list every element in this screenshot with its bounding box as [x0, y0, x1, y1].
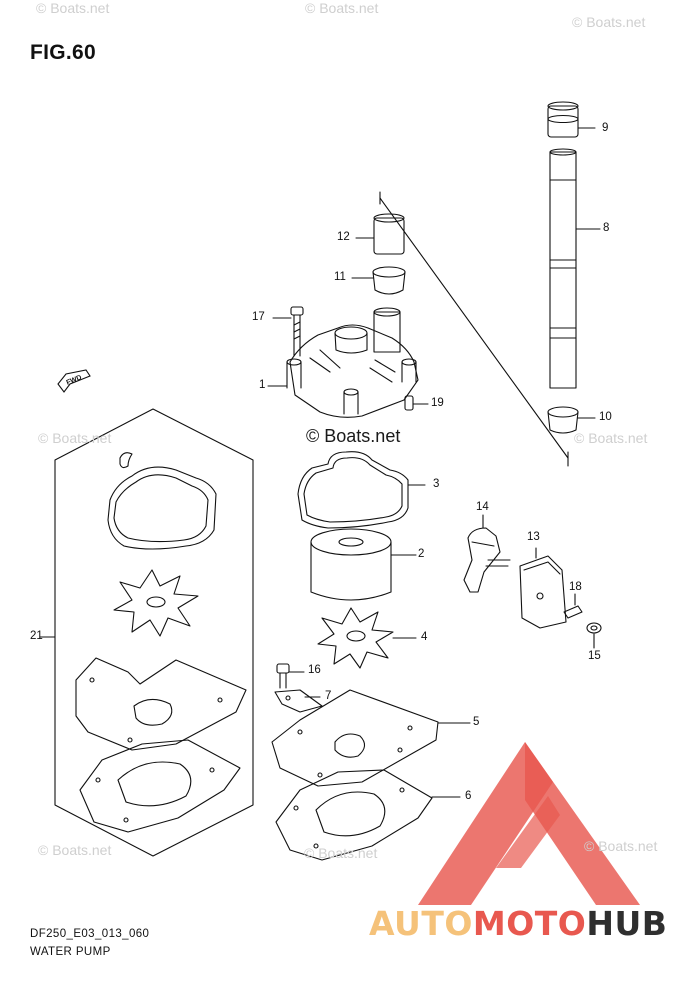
callout-19: 19 — [431, 397, 444, 409]
part-7-gasket — [274, 689, 323, 713]
figure-code: DF250_E03_013_060 — [30, 928, 150, 940]
callout-15: 15 — [588, 650, 601, 662]
automotohub-wordmark: AUTOMOTOHUB — [369, 904, 667, 944]
part-2-liner — [310, 528, 417, 601]
callout-3: 3 — [433, 478, 440, 490]
callout-13: 13 — [527, 531, 540, 543]
watermark-boats: © Boats.net — [584, 838, 658, 854]
part-1-pump-housing — [267, 307, 419, 418]
callout-18: 18 — [569, 581, 582, 593]
automotohub-triangle-logo — [418, 742, 640, 905]
callout-11: 11 — [334, 271, 346, 283]
callout-4: 4 — [421, 631, 428, 643]
figure-name: WATER PUMP — [30, 946, 111, 958]
part-9-bushing — [547, 101, 596, 138]
part-13-cover — [519, 547, 567, 629]
brand-hub: HUB — [586, 904, 668, 943]
kit-21-contents — [75, 452, 247, 833]
callout-7: 7 — [325, 690, 332, 702]
part-10-bushing — [547, 406, 596, 434]
brand-auto: AUTO — [369, 904, 473, 943]
callout-2: 2 — [418, 548, 425, 560]
watermark-boats-dark-text: Boats.net — [324, 426, 401, 446]
part-4-impeller — [317, 607, 417, 669]
callout-21: 21 — [30, 630, 43, 642]
part-16-bolt — [276, 663, 305, 689]
part-5-plate — [271, 689, 471, 787]
part-19-pin — [404, 395, 429, 411]
part-12-sleeve — [355, 213, 405, 255]
callout-12: 12 — [337, 231, 350, 243]
brand-moto: MOTO — [472, 904, 587, 943]
callout-9: 9 — [602, 122, 609, 134]
callout-14: 14 — [476, 501, 489, 513]
watermark-boats: © Boats.net — [38, 842, 112, 858]
part-11-seal — [351, 266, 406, 295]
part-6-gasket-plate — [275, 769, 461, 861]
part-14-lever — [463, 514, 511, 593]
part-18-screw — [563, 593, 583, 619]
kit-21-outline — [54, 408, 254, 857]
watermark-boats: © Boats.net — [304, 845, 378, 861]
callout-17: 17 — [252, 311, 265, 323]
watermark-boats-dark: © Boats.net — [306, 426, 400, 447]
part-3-gasket — [297, 451, 426, 529]
watermark-boats: © Boats.net — [572, 14, 646, 30]
watermark-boats: © Boats.net — [38, 430, 112, 446]
forward-arrow-icon: FWD — [57, 369, 91, 393]
callout-10: 10 — [599, 411, 612, 423]
watermark-boats: © Boats.net — [36, 0, 110, 16]
callout-6: 6 — [465, 790, 472, 802]
callout-8: 8 — [603, 222, 610, 234]
callout-1: 1 — [259, 379, 266, 391]
copyright-icon: © — [306, 426, 320, 446]
part-17-bolt — [272, 306, 304, 357]
part-15-nut — [586, 622, 602, 649]
watermark-boats: © Boats.net — [574, 430, 648, 446]
callout-5: 5 — [473, 716, 480, 728]
figure-title: FIG.60 — [30, 41, 96, 64]
part-8-tube — [549, 148, 601, 389]
callout-16: 16 — [308, 664, 321, 676]
watermark-boats: © Boats.net — [305, 0, 379, 16]
